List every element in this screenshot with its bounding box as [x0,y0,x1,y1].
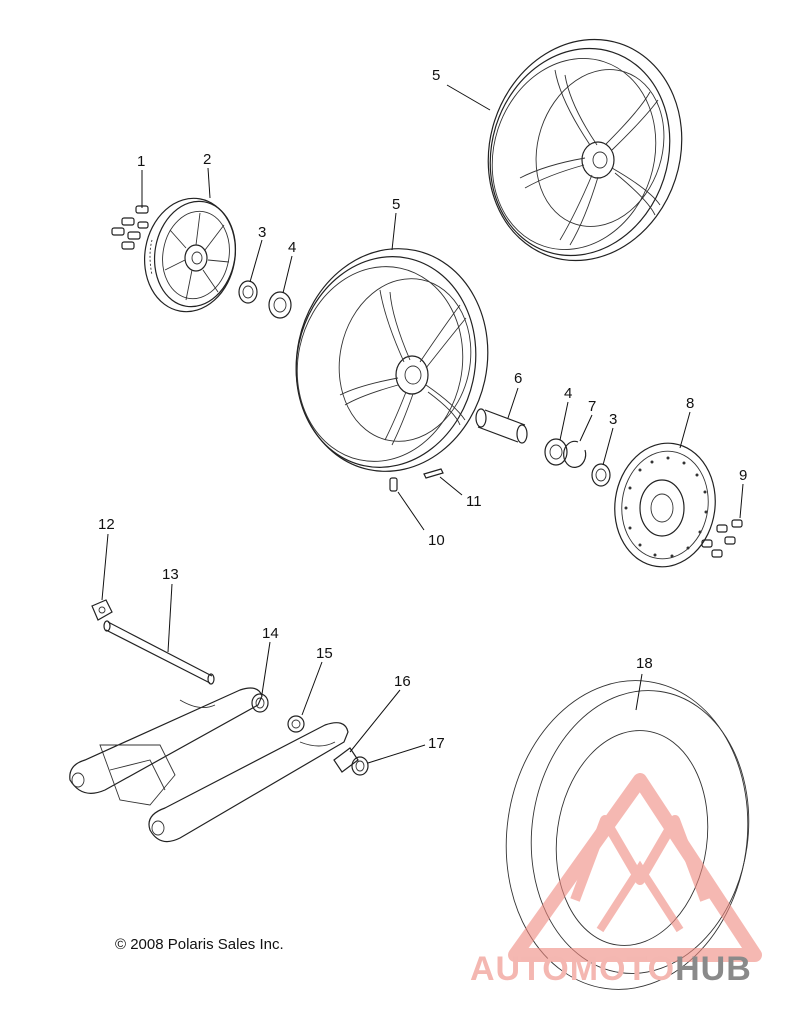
watermark-text: AUTOMOTOHUB [470,950,795,990]
wheel-upper [487,38,683,262]
axle-plate [333,747,359,773]
rear-axle [103,620,215,685]
callout-6: 6 [514,370,522,387]
callout-2: 2 [203,151,211,168]
bearing-left [268,291,292,319]
callout-12: 12 [98,516,115,533]
swingarm [69,687,349,843]
seal-right [591,463,611,487]
callout-4: 4 [288,239,296,256]
pivot-collar [287,715,305,733]
watermark-part-hub: HUB [675,950,752,988]
callout-9: 9 [739,467,747,484]
callout-11: 11 [466,493,482,510]
callout-labels: 1 2 3 4 5 5 6 4 7 3 8 9 10 11 12 13 14 1… [98,67,747,752]
callout-5: 5 [392,196,400,213]
callout-18: 18 [636,655,653,672]
disc-bolts [701,519,743,558]
rear-tire [505,680,750,990]
callout-5: 5 [432,67,440,84]
brake-disc [614,442,716,568]
circlip [563,440,587,468]
rear-pulley [143,197,237,313]
callout-4: 4 [564,385,572,402]
callout-8: 8 [686,395,694,412]
valve-stem [389,477,398,492]
axle-spacer [475,408,528,444]
seal-left [238,280,258,304]
balance-weight [423,468,444,479]
bearing-right [544,438,568,466]
pivot-bushing [251,693,269,713]
callout-13: 13 [162,566,179,583]
pulley-bolts [111,205,149,250]
callout-10: 10 [428,532,445,549]
watermark-part-auto: AUTO [470,950,570,988]
callout-16: 16 [394,673,411,690]
callout-3: 3 [609,411,617,428]
callout-3: 3 [258,224,266,241]
callout-7: 7 [588,398,596,415]
leader-lines [101,84,744,764]
axle-nut [351,756,369,776]
callout-14: 14 [262,625,279,642]
watermark-part-moto: MOTO [569,950,676,988]
callout-15: 15 [316,645,333,662]
adjuster-plate [91,599,113,621]
callout-17: 17 [428,735,445,752]
copyright-text: © 2008 Polaris Sales Inc. [115,936,284,953]
wheel-main [295,248,489,472]
watermark-logo [508,773,762,962]
callout-1: 1 [137,153,145,170]
